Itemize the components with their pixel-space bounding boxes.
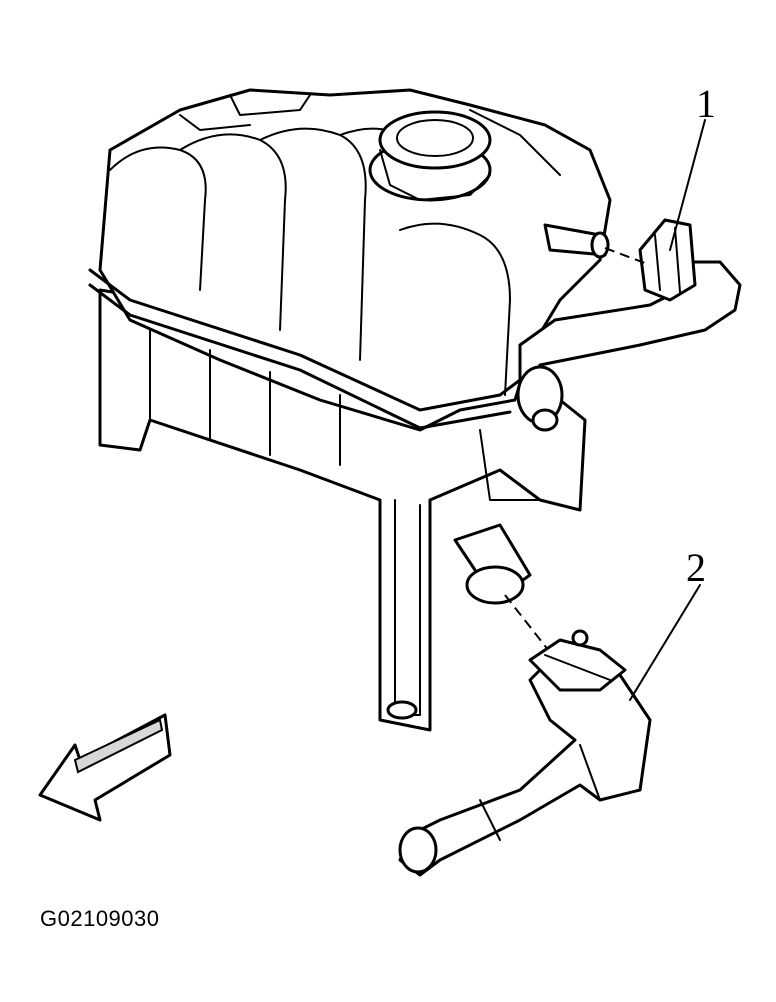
front-direction-arrow-icon (38, 713, 172, 822)
filler-cap-icon (368, 110, 492, 202)
callout-1: 1 (696, 81, 716, 126)
figure-code: G02109030 (40, 906, 160, 931)
lower-hose-icon (398, 523, 701, 877)
callout-2: 2 (686, 545, 706, 590)
upper-hose-icon (516, 119, 742, 432)
